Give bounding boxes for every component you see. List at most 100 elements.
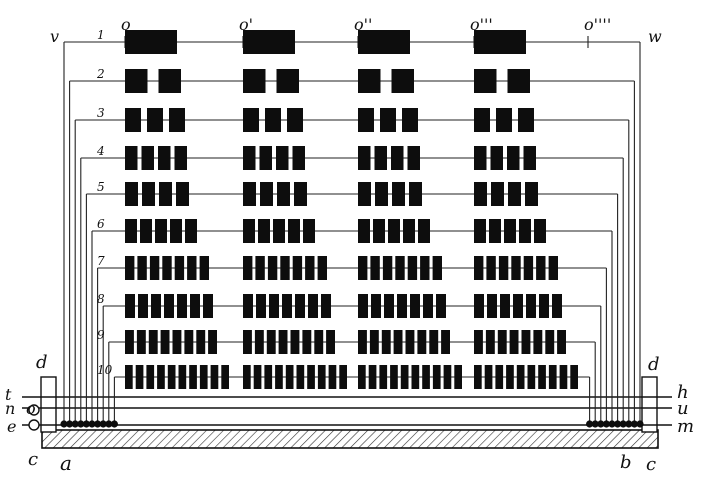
resistance-block [174,256,185,280]
resistance-block [358,219,370,243]
right-terminal-u: u [677,398,689,419]
resistance-block [294,182,307,206]
resistance-block [167,365,176,389]
resistance-block [265,108,281,132]
resistance-block [146,365,155,389]
resistance-block [405,330,415,354]
resistance-block [259,146,272,170]
resistance-block [278,330,288,354]
label-a: a [60,451,72,475]
resistance-block [176,182,189,206]
resistance-block [243,365,251,389]
resistance-block [390,365,398,389]
resistance-block [305,256,315,280]
wire-end-dot [602,420,611,428]
wire-group [60,36,644,428]
wire-end-dot [82,420,90,428]
column-label: o' [239,15,253,34]
resistance-block [533,330,543,354]
resistance-block [280,256,290,280]
resistance-block [391,146,404,170]
resistance-block [243,182,256,206]
resistance-block [454,365,462,389]
resistance-block [525,182,538,206]
label-c-right: c [646,454,656,475]
wire-end-dot [60,420,68,428]
resistance-block [178,365,187,389]
resistance-block [369,330,379,354]
resistance-block [208,330,217,354]
resistance-block [287,108,303,132]
label-b: b [620,452,632,473]
resistance-block [375,182,388,206]
resistance-block [474,146,487,170]
resistance-block [210,365,219,389]
resistance-block [388,219,400,243]
resistance-block [296,365,305,389]
wire-end-dot [608,420,616,428]
wire-end-dot [625,420,633,428]
resistance-block [487,294,497,318]
resistance-block [243,146,256,170]
resistance-block [518,108,534,132]
resistance-block [328,365,337,389]
column-label: o'''' [584,15,611,34]
row-number-label: 3 [97,106,105,120]
resistance-block [159,182,172,206]
resistance-block [269,294,279,318]
wire-end-dot [614,420,622,428]
resistance-block [402,108,418,132]
resistance-block [321,294,331,318]
resistance-block [174,146,187,170]
left-terminal-n: n [5,399,15,418]
resistance-block [474,294,484,318]
resistance-block [277,182,290,206]
terminal-e-ring [28,419,40,431]
wire-end-dot [630,420,639,428]
resistance-block [411,365,420,389]
resistance-block [491,182,504,206]
resistance-block [285,365,294,389]
resistance-block [429,330,439,354]
row-number-label: 2 [96,67,105,81]
block-grid [125,30,578,389]
resistance-block [508,182,521,206]
resistance-block [496,108,512,132]
resistance-block [358,146,371,170]
resistance-block [292,146,305,170]
resistance-block [410,294,420,318]
column-label: o'' [354,15,372,34]
row-number-label: 5 [97,180,105,194]
row-number-label: 7 [97,254,105,268]
resistance-block [162,256,172,280]
right-post [641,376,658,433]
resistance-block [474,182,487,206]
resistance-block [221,365,229,389]
resistance-block [358,182,371,206]
resistance-block [125,146,138,170]
resistance-block [136,330,146,354]
resistance-block [382,256,393,280]
resistance-block [290,330,300,354]
resistance-block [441,330,450,354]
resistance-block [536,256,546,280]
resistance-block [443,365,452,389]
left-terminal-e: e [7,417,16,436]
resistance-block [474,108,490,132]
resistance-block [184,330,194,354]
resistance-block [314,330,324,354]
resistance-block [302,330,312,354]
row-number-label: 6 [97,217,105,231]
resistance-block [521,330,531,354]
resistance-block [158,69,181,93]
row-number-label: 8 [97,292,105,306]
wire-end-dot [99,420,107,428]
resistance-block [545,330,555,354]
resistance-block [276,146,289,170]
resistance-block [258,219,270,243]
resistance-block [273,219,285,243]
resistance-block [559,365,568,389]
resistance-block [243,294,253,318]
resistance-block [137,256,147,280]
resistance-block [534,219,546,243]
